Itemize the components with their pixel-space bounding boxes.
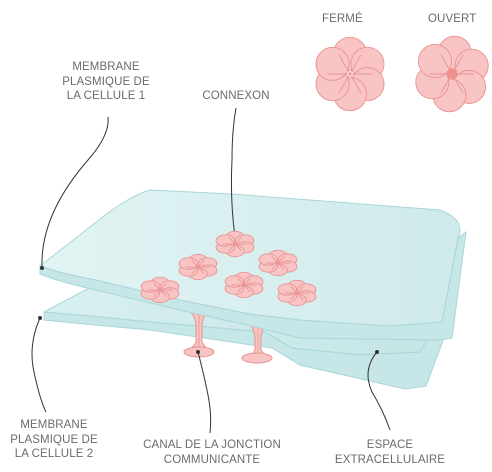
connexon-6 (278, 280, 316, 305)
legend-group (316, 36, 488, 112)
connexon-2 (179, 254, 217, 279)
leader-membrane-2 (32, 318, 46, 412)
connexon-closed-icon (316, 37, 384, 110)
connexon-3 (259, 250, 297, 275)
label-espace-extracellulaire: ESPACE EXTRACELLULAIRE (320, 438, 460, 467)
connexon-4 (225, 272, 263, 297)
label-membrane-cell-1: MEMBRANE PLASMIQUE DE LA CELLULE 1 (56, 60, 156, 104)
leader-canal (198, 352, 211, 433)
connexon-1 (216, 231, 254, 256)
label-membrane-cell-2: MEMBRANE PLASMIQUE DE LA CELLULE 2 (4, 418, 104, 462)
leader-canal-dot (196, 350, 200, 354)
label-ferme: FERMÉ (322, 12, 363, 27)
leader-espace-dot (375, 350, 379, 354)
connexon-5 (141, 277, 179, 302)
channel-right-bottom-cap (242, 353, 272, 363)
label-ouvert: OUVERT (428, 12, 476, 27)
label-canal: CANAL DE LA JONCTION COMMUNICANTE (132, 438, 292, 467)
leader-membrane-2-dot (38, 316, 42, 320)
label-connexon: CONNEXON (196, 89, 276, 104)
connexon-open-icon (416, 36, 489, 112)
leader-membrane-1-dot (40, 266, 44, 270)
